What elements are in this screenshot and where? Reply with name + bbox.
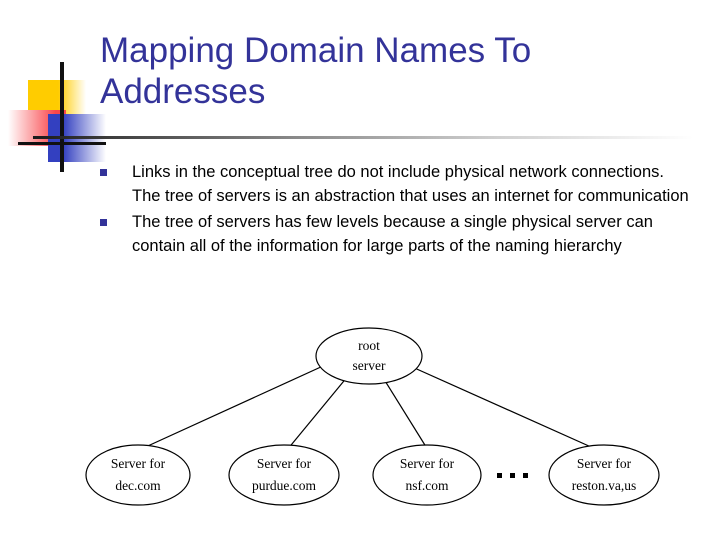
node-root-server-line2: server xyxy=(353,358,386,373)
node-server-reston-va-us-line2: reston.va,us xyxy=(572,478,637,493)
edge-root-to-nsf xyxy=(381,375,429,451)
deco-vertical-line xyxy=(60,62,64,172)
edge-root-to-purdue xyxy=(286,375,349,451)
edge-root-to-reston xyxy=(409,365,601,452)
edge-root-to-dec xyxy=(138,365,324,451)
bullet-square-icon xyxy=(100,169,107,176)
node-root-server-line1: root xyxy=(358,338,380,353)
node-server-nsf-com-line2: nsf.com xyxy=(405,478,449,493)
page-title: Mapping Domain Names To Addresses xyxy=(100,31,532,111)
ellipsis-dot-1 xyxy=(497,473,502,478)
node-server-nsf-com[interactable]: Server for nsf.com xyxy=(372,444,482,506)
bullet-text: Links in the conceptual tree do not incl… xyxy=(132,163,689,205)
node-server-dec-com[interactable]: Server for dec.com xyxy=(85,444,191,506)
node-server-purdue-com-line2: purdue.com xyxy=(252,478,317,493)
node-server-dec-com-line1: Server for xyxy=(111,456,166,471)
node-server-dec-com-line2: dec.com xyxy=(115,478,161,493)
node-server-purdue-com[interactable]: Server for purdue.com xyxy=(228,444,340,506)
node-server-dec-com-shape xyxy=(85,444,191,506)
bullet-list: Links in the conceptual tree do not incl… xyxy=(100,160,690,260)
node-server-reston-va-us-line1: Server for xyxy=(577,456,632,471)
list-item: The tree of servers has few levels becau… xyxy=(100,210,690,258)
node-server-nsf-com-shape xyxy=(372,444,482,506)
server-tree-diagram: root server Server for dec.com Server fo… xyxy=(0,318,720,540)
ellipsis-dot-2 xyxy=(510,473,515,478)
slide-decoration-logo xyxy=(8,62,106,172)
node-root-server[interactable]: root server xyxy=(315,327,423,385)
ellipsis-dot-3 xyxy=(523,473,528,478)
bullet-text: The tree of servers has few levels becau… xyxy=(132,213,653,255)
deco-horizontal-line xyxy=(18,142,106,145)
node-root-server-shape xyxy=(315,327,423,385)
title-divider xyxy=(33,136,693,139)
node-server-reston-va-us-shape xyxy=(548,444,660,506)
node-server-reston-va-us[interactable]: Server for reston.va,us xyxy=(548,444,660,506)
list-item: Links in the conceptual tree do not incl… xyxy=(100,160,690,208)
tree-edges xyxy=(138,365,601,452)
node-server-purdue-com-shape xyxy=(228,444,340,506)
ellipsis-indicator xyxy=(497,473,528,478)
bullet-square-icon xyxy=(100,219,107,226)
node-server-purdue-com-line1: Server for xyxy=(257,456,312,471)
node-server-nsf-com-line1: Server for xyxy=(400,456,455,471)
